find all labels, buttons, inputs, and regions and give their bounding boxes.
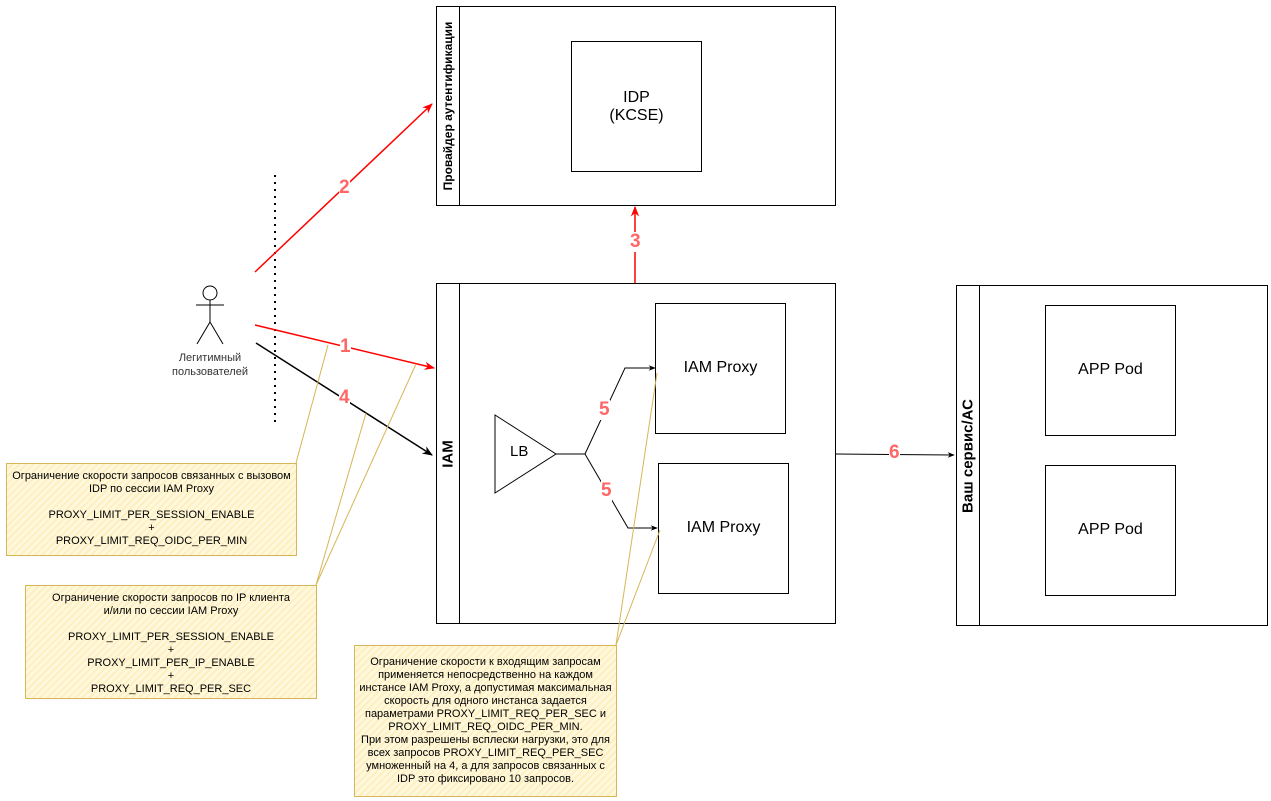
step-label-1: 1 (340, 336, 351, 357)
note-idp-session-limit: Ограничение скорости запросов связанных … (6, 463, 297, 556)
idp-box[interactable]: IDP (KCSE) (571, 41, 702, 172)
step-label-5b: 5 (601, 480, 612, 501)
app-pod-box-2[interactable]: APP Pod (1045, 465, 1176, 596)
lb-label: LB (510, 443, 529, 460)
note-instance-limit: Ограничение скорости к входящим запросам… (354, 645, 617, 797)
service-container: Ваш сервис/АС APP Pod APP Pod (956, 285, 1268, 626)
step-label-5a: 5 (599, 399, 610, 420)
container-header: IAM (437, 284, 460, 623)
app-pod-box-1[interactable]: APP Pod (1045, 305, 1176, 436)
iam-proxy-box-2[interactable]: IAM Proxy (658, 463, 789, 594)
user-actor-icon (196, 285, 224, 345)
lb-triangle[interactable] (494, 414, 557, 494)
container-header: Ваш сервис/АС (957, 286, 980, 625)
arrow-5-lower (584, 453, 658, 531)
note-pointers (295, 344, 661, 646)
iam-proxy-box-1[interactable]: IAM Proxy (655, 303, 786, 434)
note-ip-session-limit: Ограничение скорости запросов по IP клие… (25, 585, 317, 699)
step-label-2: 2 (339, 177, 350, 198)
user-label: Легитимный пользователей (172, 352, 248, 378)
step-label-4: 4 (339, 387, 350, 408)
auth-provider-container: Провайдер аутентификации IDP (KCSE) (436, 6, 836, 206)
container-header: Провайдер аутентификации (437, 7, 460, 205)
step-label-3: 3 (630, 231, 641, 252)
step-label-6: 6 (889, 442, 900, 463)
